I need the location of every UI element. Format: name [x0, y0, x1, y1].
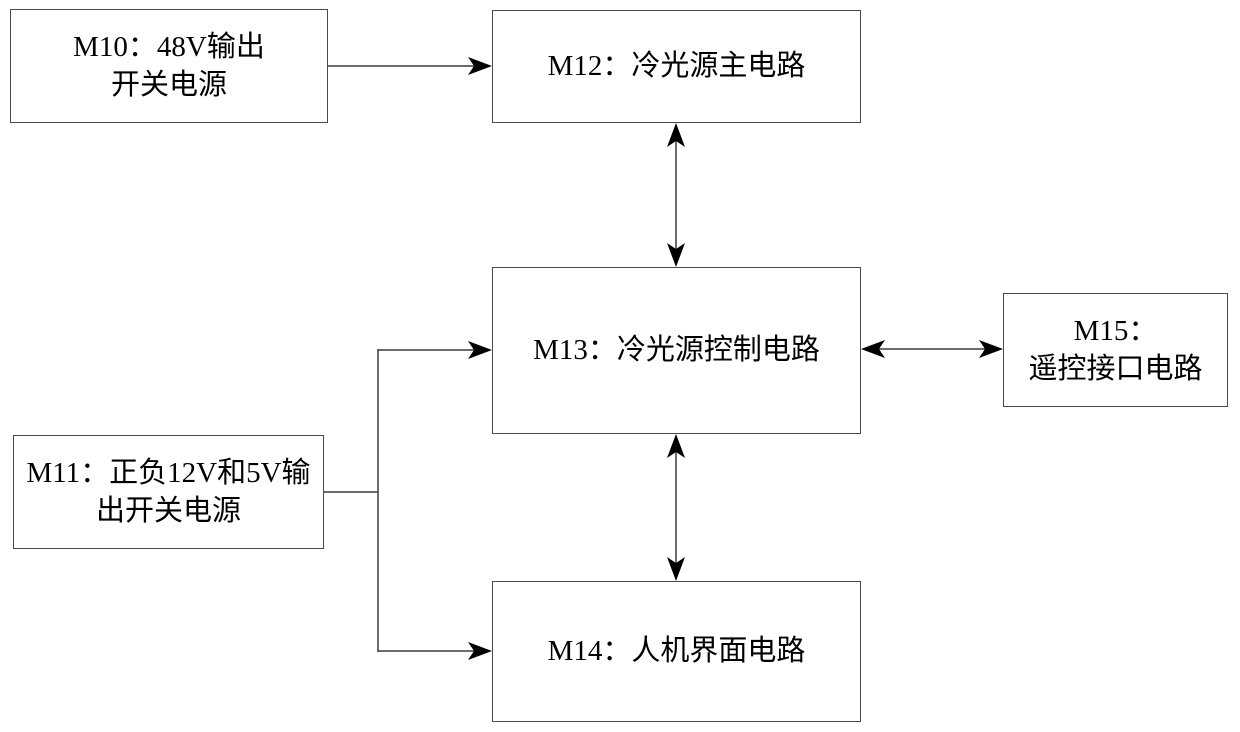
arrowhead-up-icon [667, 123, 685, 147]
node-m12-label: M12：冷光源主电路 [547, 50, 806, 83]
arrowhead-right-icon [979, 340, 1003, 358]
node-m10-power-48v: M10：48V输出 开关电源 [10, 9, 328, 123]
node-m14-label: M14：人机界面电路 [547, 635, 806, 668]
node-m15-label-line1: M15： [1073, 314, 1158, 347]
edge-m13-m14 [667, 434, 685, 581]
node-m13-label: M13：冷光源控制电路 [533, 334, 820, 367]
node-m15-label-line2: 遥控接口电路 [1028, 353, 1203, 385]
edge-m10-m12 [328, 57, 492, 75]
node-m11-label-line2: 出开关电源 [95, 495, 241, 527]
node-m11-power-12v-5v: M11：正负12V和5V输 出开关电源 [13, 435, 324, 549]
arrowhead-down-icon [667, 557, 685, 581]
arrowhead-right-icon [468, 341, 492, 359]
arrowhead-up-icon [667, 434, 685, 458]
arrowhead-down-icon [667, 243, 685, 267]
edge-m11-branch [324, 341, 492, 660]
node-m14-hmi-circuit: M14：人机界面电路 [492, 581, 861, 722]
edge-m12-m13 [667, 123, 685, 267]
edge-m13-m15 [861, 340, 1003, 358]
arrowhead-right-icon [468, 57, 492, 75]
arrowhead-left-icon [861, 340, 885, 358]
node-m10-label-line2: 开关电源 [110, 69, 227, 101]
node-m11-label-line1: M11：正负12V和5V输 [26, 456, 311, 489]
node-m12-main-circuit: M12：冷光源主电路 [492, 10, 861, 123]
arrowhead-right-icon [468, 642, 492, 660]
node-m10-label-line1: M10：48V输出 [73, 30, 265, 63]
node-m13-control-circuit: M13：冷光源控制电路 [492, 267, 861, 434]
node-m15-remote-interface: M15： 遥控接口电路 [1003, 293, 1228, 407]
